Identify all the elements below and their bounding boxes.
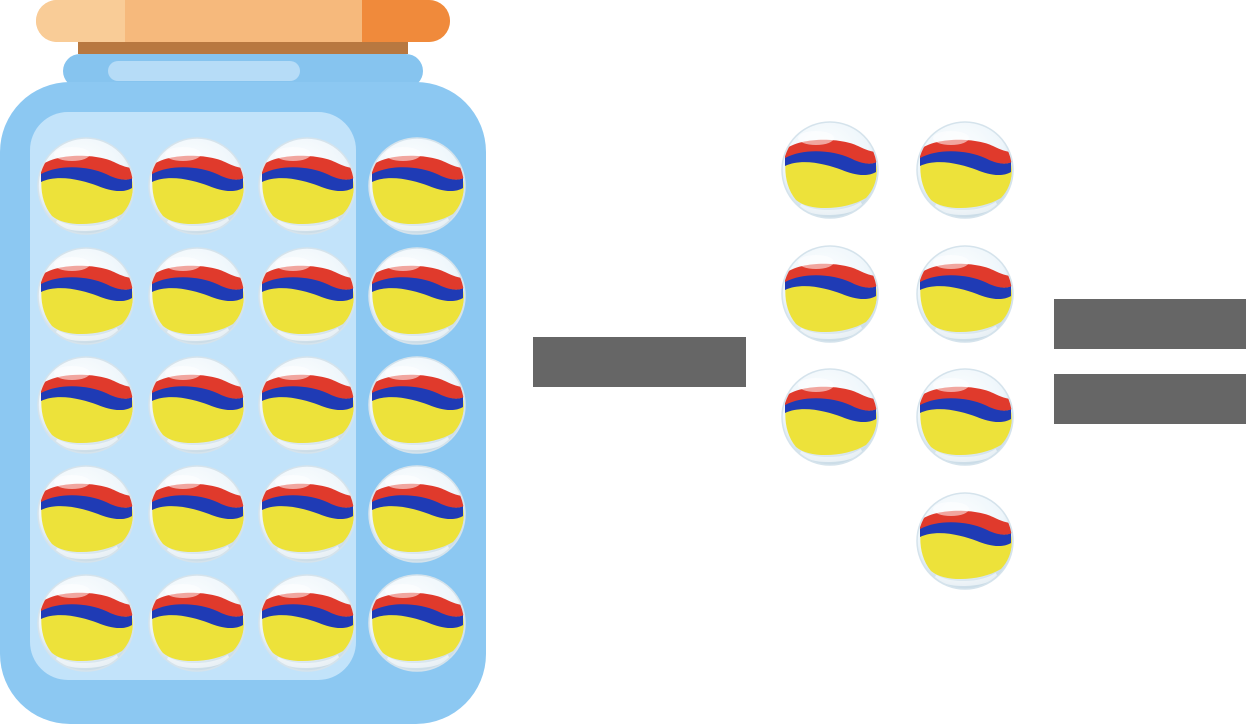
marble-icon — [36, 573, 136, 673]
marble-icon — [147, 246, 247, 346]
marble-icon — [36, 464, 136, 564]
marble-icon — [257, 246, 357, 346]
equals-bar-top — [1054, 299, 1246, 349]
marble-icon — [915, 367, 1015, 467]
marble-icon — [780, 367, 880, 467]
equals-bar-bottom — [1054, 374, 1246, 424]
marble-icon — [257, 464, 357, 564]
minus-sign — [533, 337, 746, 387]
marble-icon — [367, 136, 467, 236]
marble-icon — [367, 573, 467, 673]
marble-icon — [36, 246, 136, 346]
marble-icon — [915, 120, 1015, 220]
marble-icon — [367, 355, 467, 455]
marble-icon — [147, 355, 247, 455]
marble-icon — [780, 120, 880, 220]
marble-icon — [780, 244, 880, 344]
jar-lid-band — [78, 42, 408, 54]
jar-lid-left-highlight — [36, 0, 125, 42]
jar-lid-right-shade — [362, 0, 450, 42]
marble-icon — [147, 573, 247, 673]
marble-icon — [36, 136, 136, 236]
jar-lid — [36, 0, 450, 42]
marble-icon — [915, 491, 1015, 591]
marble-icon — [915, 244, 1015, 344]
marble-icon — [257, 573, 357, 673]
jar-neck-highlight — [108, 61, 300, 81]
marble-icon — [367, 464, 467, 564]
marble-icon — [257, 355, 357, 455]
marble-icon — [367, 246, 467, 346]
marble-icon — [257, 136, 357, 236]
marble-icon — [147, 464, 247, 564]
marble-icon — [147, 136, 247, 236]
marble-icon — [36, 355, 136, 455]
